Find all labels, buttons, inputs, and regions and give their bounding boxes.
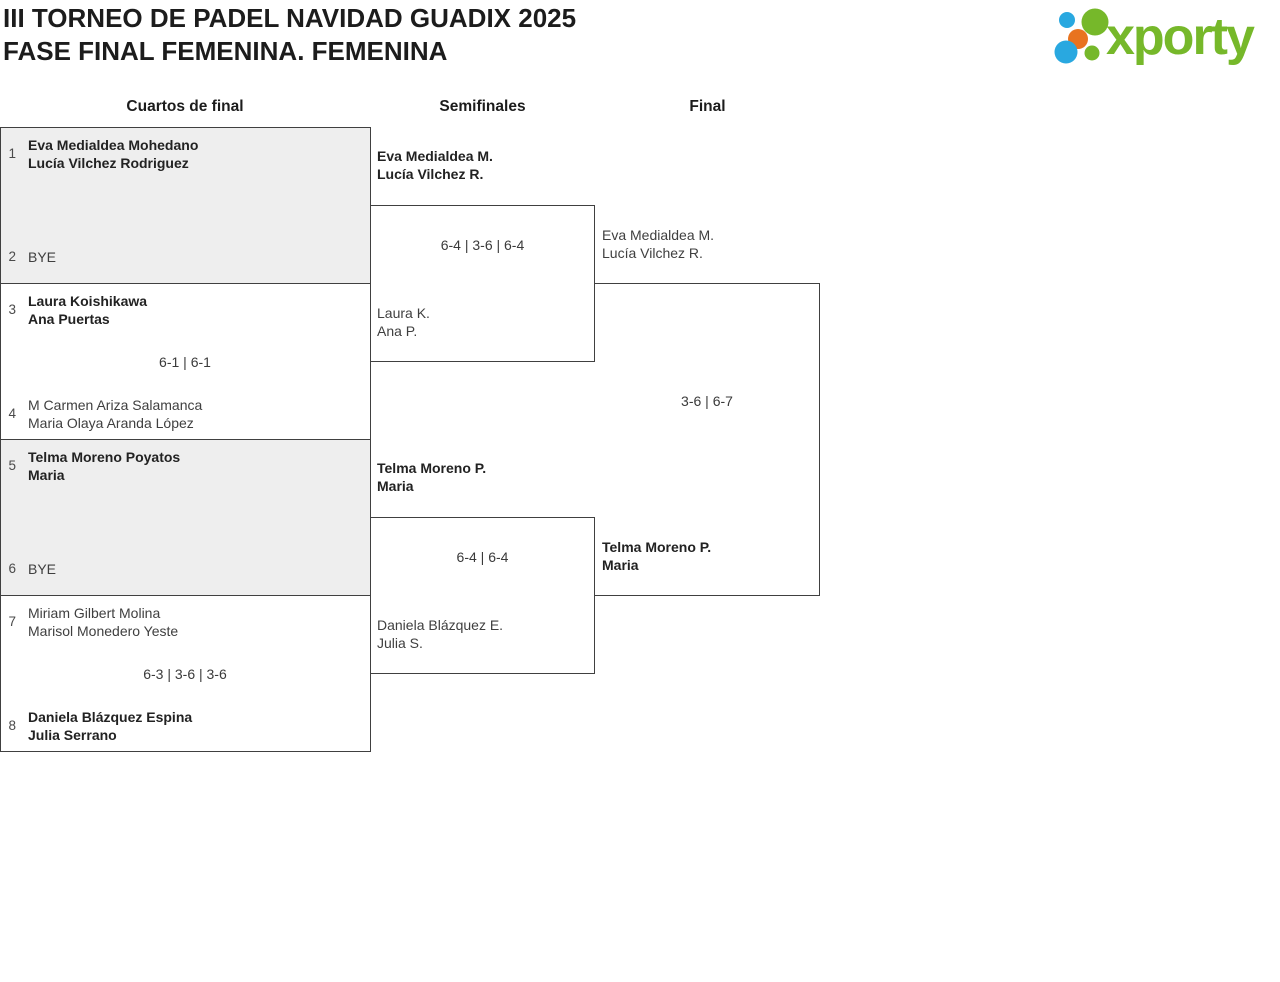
player-name: Maria [602,557,639,573]
player-name: Maria Olaya Aranda López [28,415,194,431]
seed-number: 6 [8,561,16,576]
team-names: BYE [28,560,56,578]
round-header-semifinals: Semifinales [439,98,526,115]
team-names: Eva Medialdea M. Lucía Vilchez R. [602,226,714,262]
match-score: 6-1 | 6-1 [159,354,211,370]
player-name: M Carmen Ariza Salamanca [28,397,203,413]
team-names: Telma Moreno P. Maria [602,538,711,574]
seed-number: 4 [8,406,16,421]
player-name: Ana P. [377,323,418,339]
player-name: Laura Koishikawa [28,293,148,309]
round-header-quarterfinals: Cuartos de final [126,98,244,115]
team-names: Miriam Gilbert Molina Marisol Monedero Y… [28,604,178,640]
team-names: Laura Koishikawa Ana Puertas [28,292,147,328]
player-name: Eva Medialdea M. [377,148,493,164]
match-score: 6-4 | 3-6 | 6-4 [440,237,525,253]
team-names: Telma Moreno Poyatos Maria [28,448,180,484]
player-name: Telma Moreno Poyatos [28,449,181,465]
team-names: M Carmen Ariza Salamanca Maria Olaya Ara… [28,396,202,432]
match-score: 6-4 | 6-4 [456,549,509,565]
bracket-subtitle: FASE FINAL FEMENINA. FEMENINA [3,36,448,66]
player-name: Lucía Vilchez Rodriguez [28,155,189,171]
bye-label: BYE [28,249,57,265]
player-name: Daniela Blázquez E. [377,617,504,633]
match-score: 3-6 | 6-7 [681,393,733,409]
seed-number: 5 [8,458,16,473]
logo-wordmark: xporty [1106,8,1255,66]
xporty-logo[interactable]: xporty [1048,4,1278,74]
player-name: Ana Puertas [28,311,110,327]
player-name: Daniela Blázquez Espina [28,709,193,725]
bye-label: BYE [28,561,57,577]
player-name: Maria [28,467,65,483]
player-name: Eva Medialdea M. [602,227,715,243]
seed-number: 8 [8,718,16,733]
player-name: Julia Serrano [28,727,117,743]
team-names: Laura K. Ana P. [377,304,430,340]
player-name: Marisol Monedero Yeste [28,623,179,639]
team-names: Daniela Blázquez E. Julia S. [377,616,503,652]
seed-number: 1 [8,146,16,161]
player-name: Eva Medialdea Mohedano [28,137,199,153]
player-name: Laura K. [377,305,430,321]
player-name: Julia S. [377,635,423,651]
player-name: Lucía Vilchez R. [377,166,484,182]
seed-number: 2 [8,249,16,264]
team-names: Daniela Blázquez Espina Julia Serrano [28,708,192,744]
team-names: BYE [28,248,56,266]
match-final [594,283,820,596]
seed-number: 7 [8,614,16,629]
team-names: Telma Moreno P. Maria [377,459,486,495]
logo-dots-icon [1054,8,1109,64]
player-name: Telma Moreno P. [377,460,487,476]
tournament-title: III TORNEO DE PADEL NAVIDAD GUADIX 2025 [3,3,577,33]
team-names: Eva Medialdea M. Lucía Vilchez R. [377,147,493,183]
page-title: III TORNEO DE PADEL NAVIDAD GUADIX 2025 … [3,2,576,68]
player-name: Maria [377,478,414,494]
player-name: Lucía Vilchez R. [602,245,703,261]
team-names: Eva Medialdea Mohedano Lucía Vilchez Rod… [28,136,198,172]
player-name: Telma Moreno P. [602,539,712,555]
player-name: Miriam Gilbert Molina [28,605,161,621]
seed-number: 3 [8,302,16,317]
match-score: 6-3 | 3-6 | 3-6 [143,666,227,682]
round-header-final: Final [689,98,726,115]
